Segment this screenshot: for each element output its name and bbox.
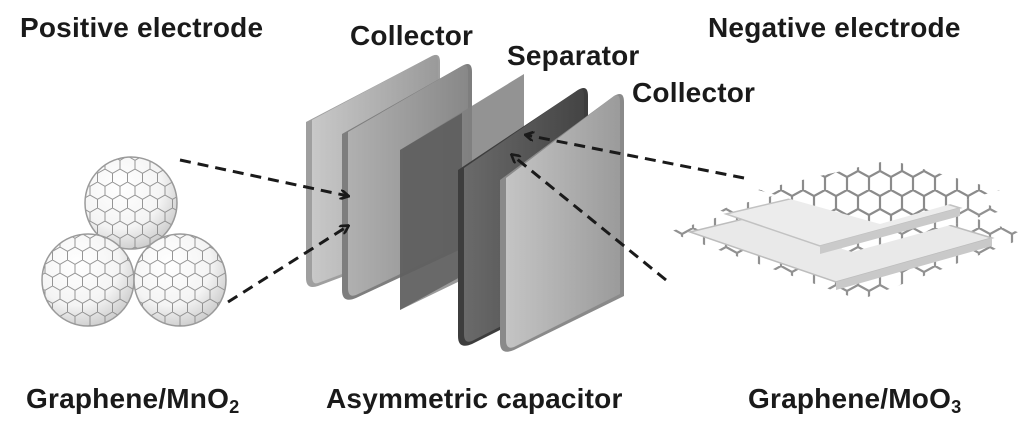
asymmetric-capacitor-label: Asymmetric capacitor xyxy=(326,383,623,414)
positive-electrode-label: Positive electrode xyxy=(20,12,264,43)
graphene-mno2-label: Graphene/MnO2 xyxy=(26,383,240,418)
arrows xyxy=(179,135,745,304)
negative-electrode-label: Negative electrode xyxy=(708,12,961,43)
sphere-left xyxy=(41,233,135,327)
graphene-mno2-main: Graphene/MnO xyxy=(26,383,230,414)
graphene-sphere-icon xyxy=(41,156,227,327)
separator-label: Separator xyxy=(507,40,640,71)
collector-left-label: Collector xyxy=(350,20,474,51)
sphere-right xyxy=(133,233,227,327)
graphene-moo3-subscript: 3 xyxy=(951,397,962,418)
sphere-top xyxy=(84,156,178,250)
graphene-sheet-icon xyxy=(668,160,1030,300)
arrow-sphere-to-positive-lower xyxy=(227,226,348,304)
right-collector-plate xyxy=(500,94,624,352)
graphene-moo3-main: Graphene/MoO xyxy=(748,383,952,414)
arrow-sheet-to-negative-upper xyxy=(526,135,745,180)
arrow-sheet-to-negative-lower xyxy=(512,155,667,282)
capacitor-stack xyxy=(306,54,624,352)
graphene-mno2-subscript: 2 xyxy=(229,397,240,418)
collector-right-label: Collector xyxy=(632,77,756,108)
arrow-sphere-to-positive-upper xyxy=(179,158,348,196)
graphene-moo3-label: Graphene/MoO3 xyxy=(748,383,962,418)
